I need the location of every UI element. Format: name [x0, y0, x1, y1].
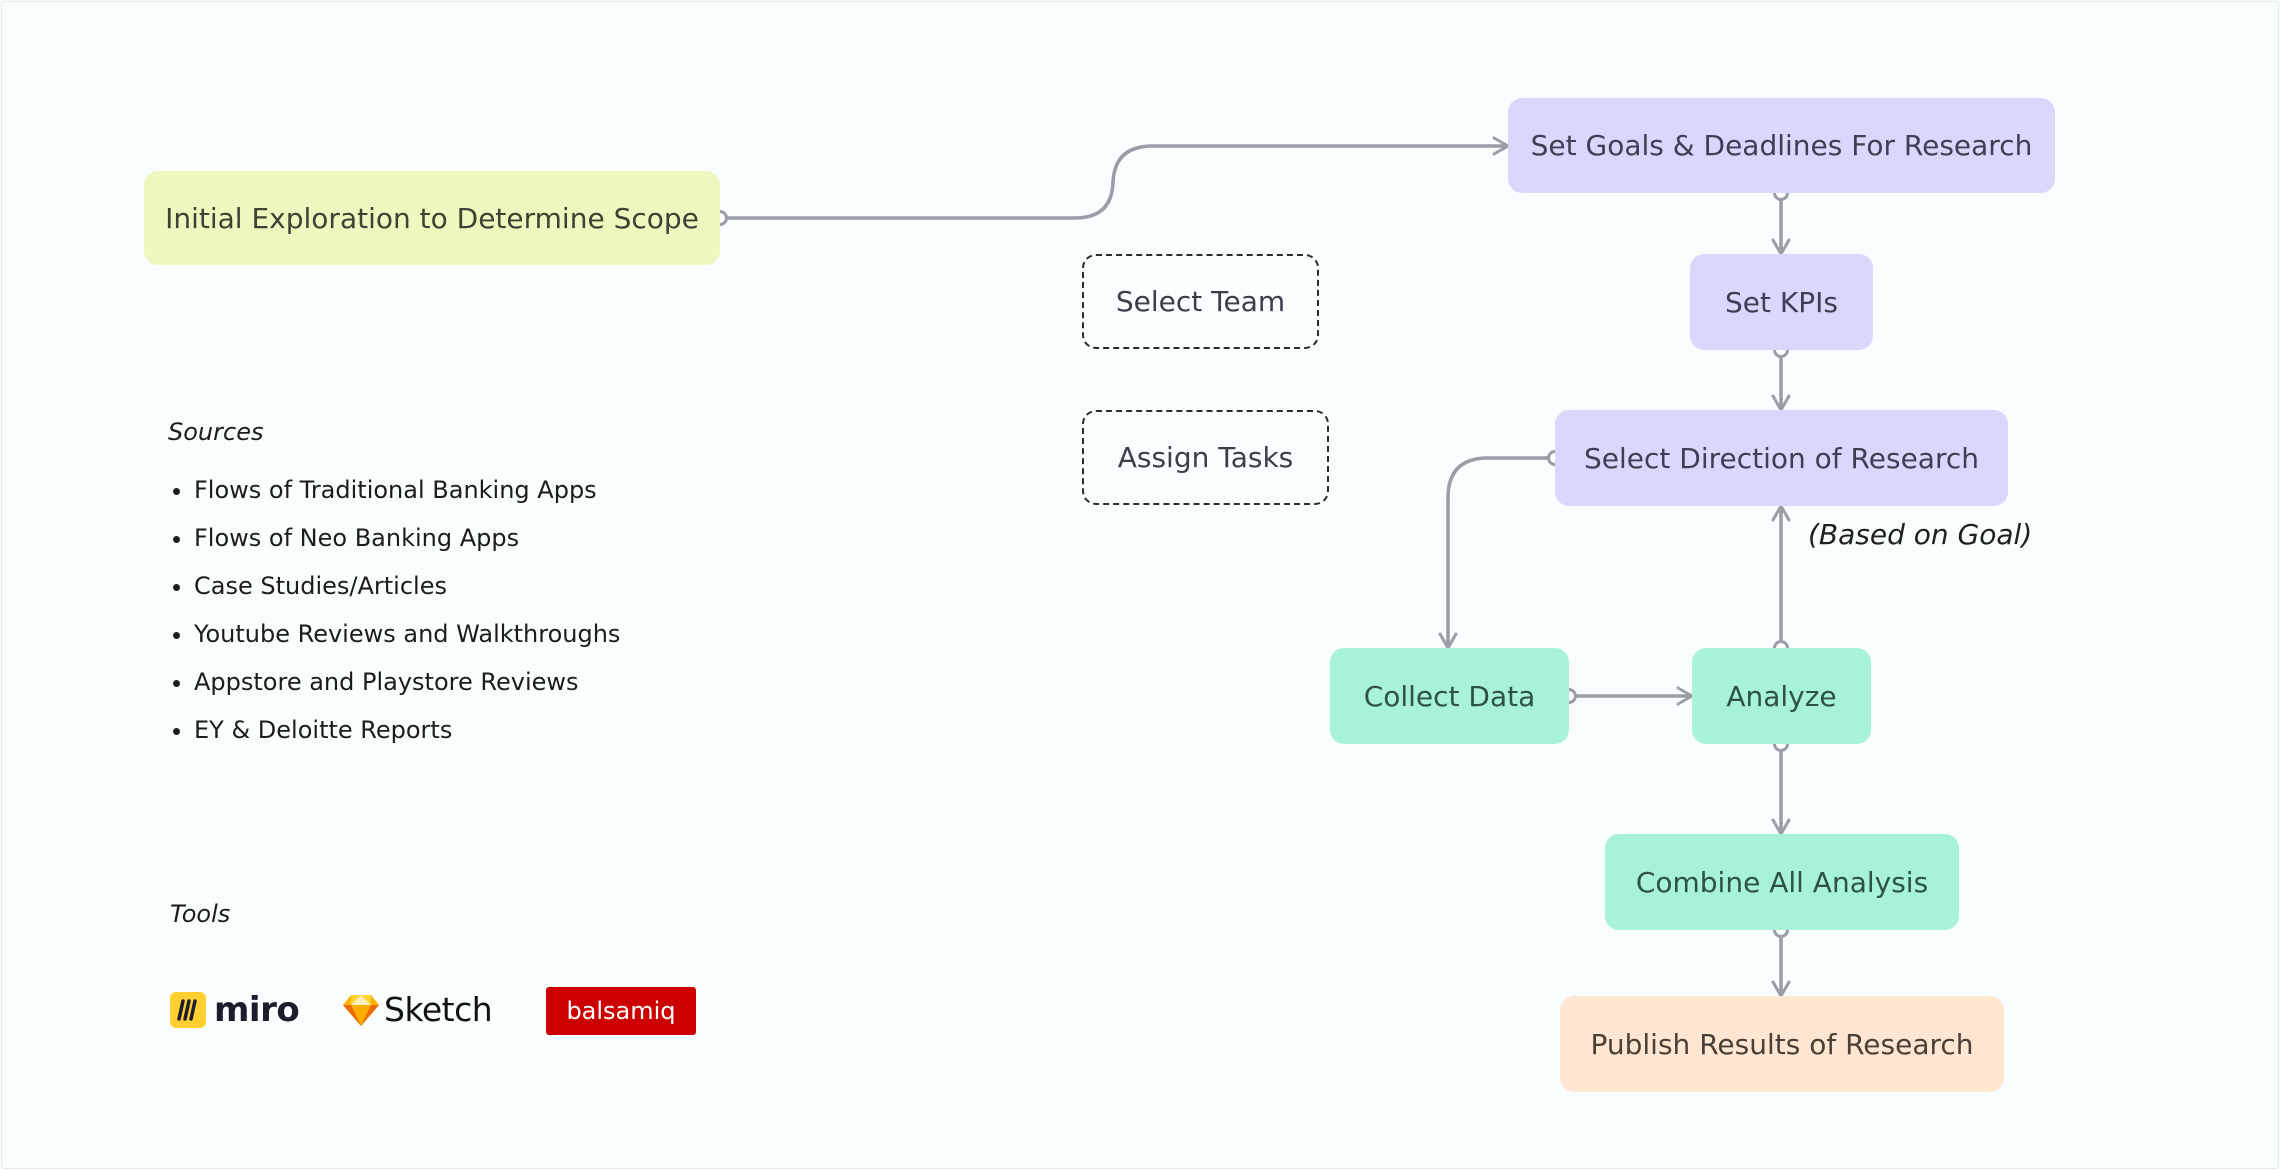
list-item: Appstore and Playstore Reviews [194, 662, 620, 710]
sketch-logo: Sketch [342, 990, 493, 1029]
node-collect-data[interactable]: Collect Data [1330, 648, 1569, 744]
tools-title: Tools [170, 900, 231, 928]
node-assign-tasks[interactable]: Assign Tasks [1082, 410, 1329, 505]
connector-direction-to-collect [1438, 456, 1555, 650]
node-combine-analysis[interactable]: Combine All Analysis [1605, 834, 1959, 930]
node-initial-exploration[interactable]: Initial Exploration to Determine Scope [144, 171, 720, 265]
annotation-based-on-goal: (Based on Goal) [1808, 518, 2033, 551]
balsamiq-wordmark: balsamiq [566, 997, 676, 1025]
node-label: Assign Tasks [1117, 441, 1294, 474]
node-label: Combine All Analysis [1635, 865, 1929, 899]
node-label: Set KPIs [1725, 285, 1838, 319]
balsamiq-logo: balsamiq [546, 987, 696, 1035]
node-label: Initial Exploration to Determine Scope [165, 201, 699, 235]
list-item: Case Studies/Articles [194, 566, 620, 614]
miro-logo-icon [170, 992, 206, 1028]
node-analyze[interactable]: Analyze [1692, 648, 1871, 744]
connector-exploration-to-goals [720, 136, 1510, 220]
sketch-diamond-icon [343, 994, 379, 1026]
miro-wordmark: miro [214, 990, 300, 1030]
node-set-goals[interactable]: Set Goals & Deadlines For Research [1508, 98, 2055, 193]
node-label: Collect Data [1363, 679, 1536, 713]
list-item: EY & Deloitte Reports [194, 710, 620, 758]
node-label: Publish Results of Research [1590, 1027, 1974, 1061]
node-label: Set Goals & Deadlines For Research [1530, 129, 2033, 162]
list-item: Flows of Traditional Banking Apps [194, 470, 620, 518]
list-item: Youtube Reviews and Walkthroughs [194, 614, 620, 662]
node-select-team[interactable]: Select Team [1082, 254, 1319, 349]
sketch-wordmark: Sketch [384, 990, 493, 1029]
balsamiq-logo-icon: balsamiq [546, 987, 696, 1035]
node-label: Select Team [1115, 285, 1286, 318]
node-label: Select Direction of Research [1584, 441, 1979, 475]
sources-title: Sources [168, 418, 264, 446]
node-publish-results[interactable]: Publish Results of Research [1560, 996, 2004, 1092]
list-item: Flows of Neo Banking Apps [194, 518, 620, 566]
node-label: Analyze [1726, 679, 1837, 713]
node-select-direction[interactable]: Select Direction of Research [1555, 410, 2008, 506]
node-set-kpis[interactable]: Set KPIs [1690, 254, 1873, 350]
miro-logo: miro [170, 990, 300, 1030]
sources-list: Flows of Traditional Banking Apps Flows … [168, 470, 620, 758]
